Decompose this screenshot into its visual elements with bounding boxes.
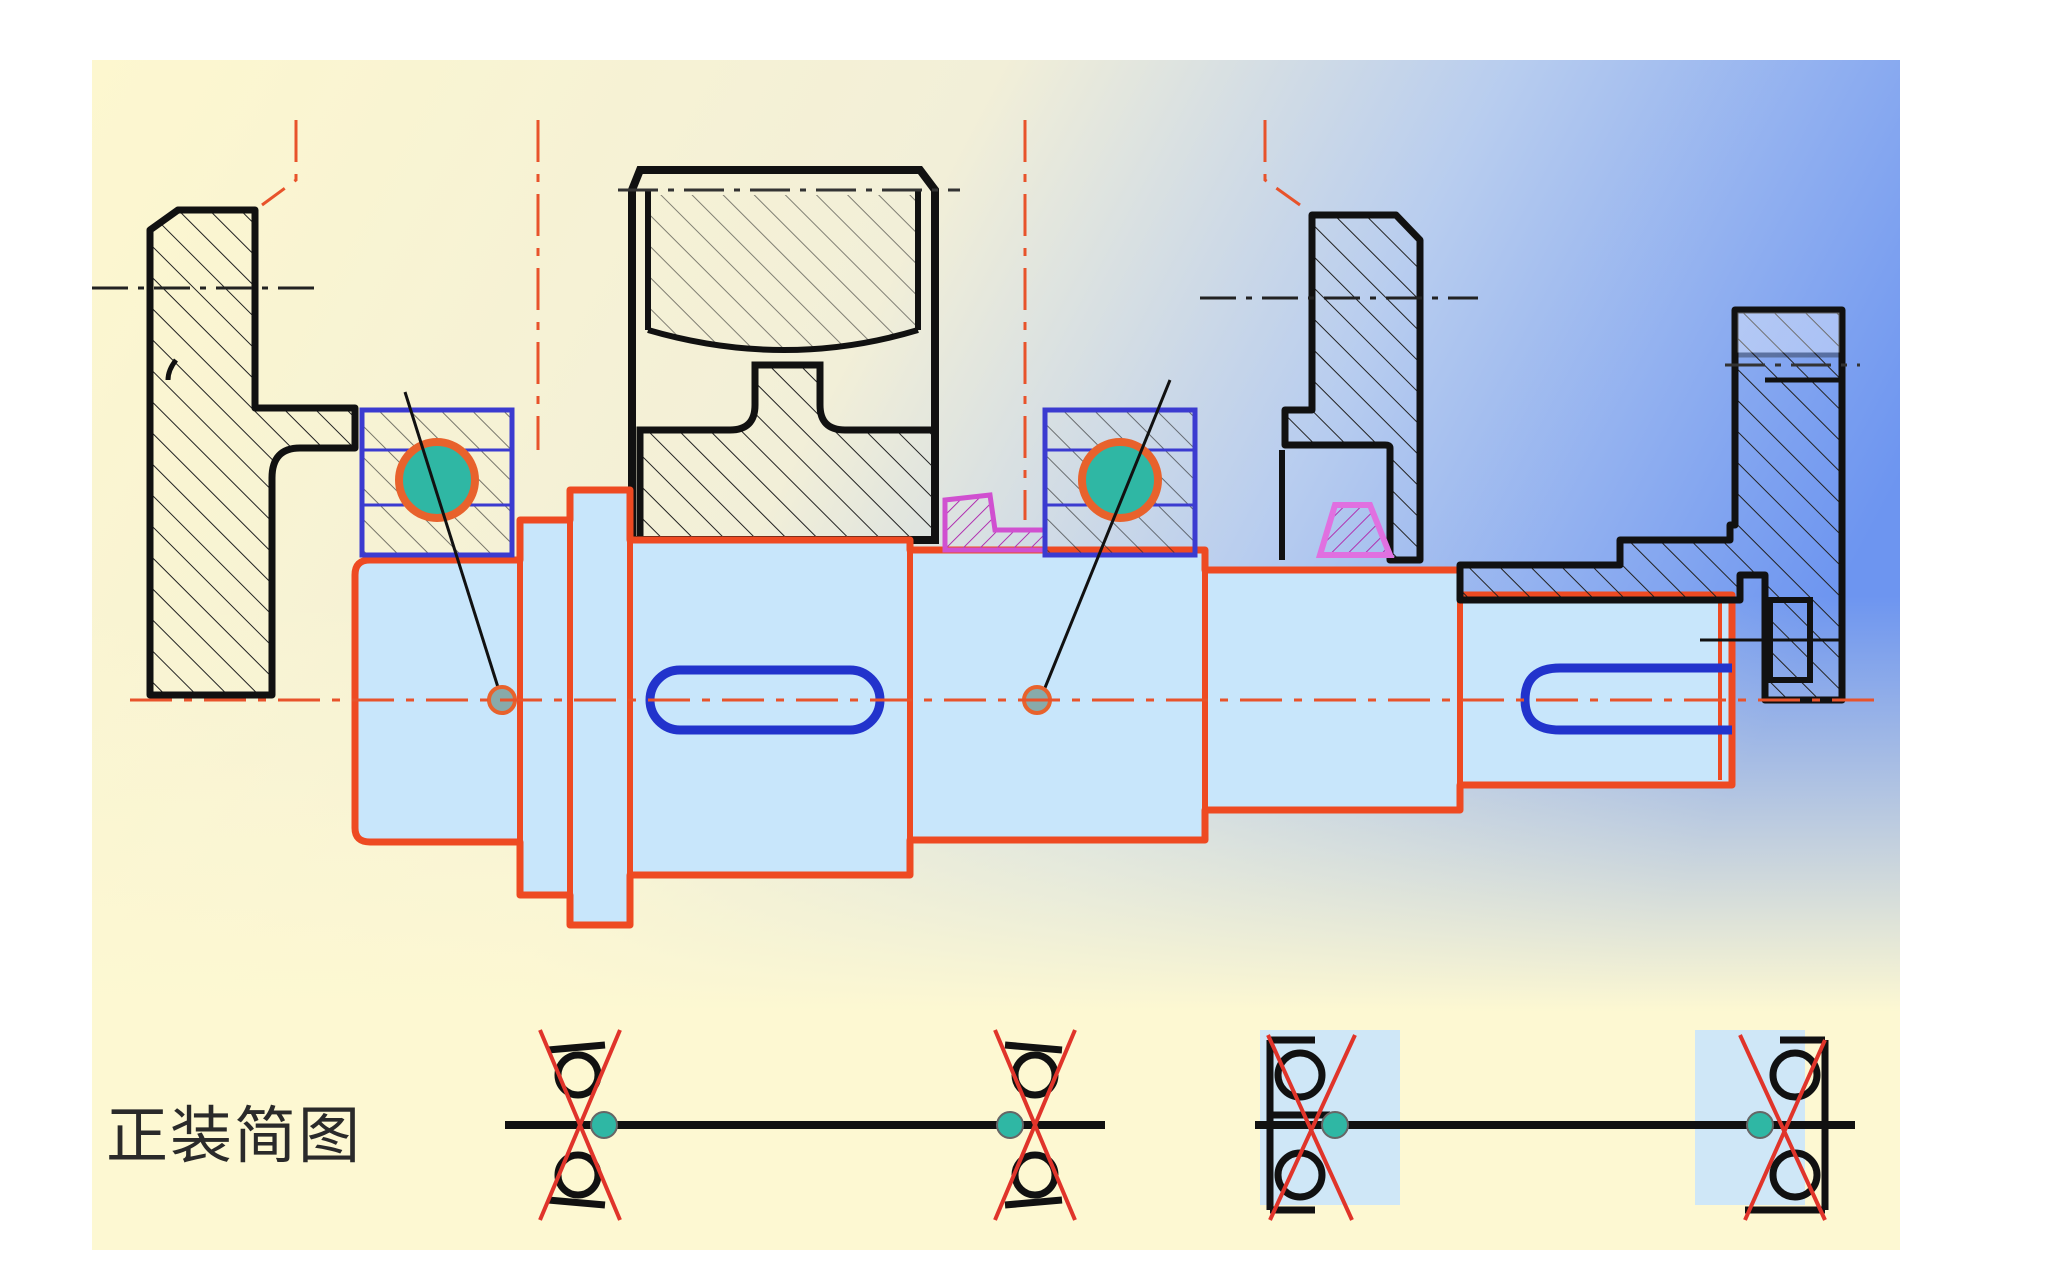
center-lines xyxy=(130,120,1880,702)
coupling-hub xyxy=(1456,306,1860,704)
diagram-caption: 正装简图 xyxy=(106,1099,363,1172)
right-housing xyxy=(1278,211,1424,564)
schematic-face-to-face xyxy=(505,1029,1105,1221)
keyway-right xyxy=(1520,663,1732,735)
left-housing xyxy=(146,206,359,699)
schematic-tapered xyxy=(1255,1030,1855,1221)
bearing-left xyxy=(359,391,517,715)
gear xyxy=(618,166,960,544)
seal-right xyxy=(1315,502,1395,558)
housing-center-lines xyxy=(92,286,1478,300)
